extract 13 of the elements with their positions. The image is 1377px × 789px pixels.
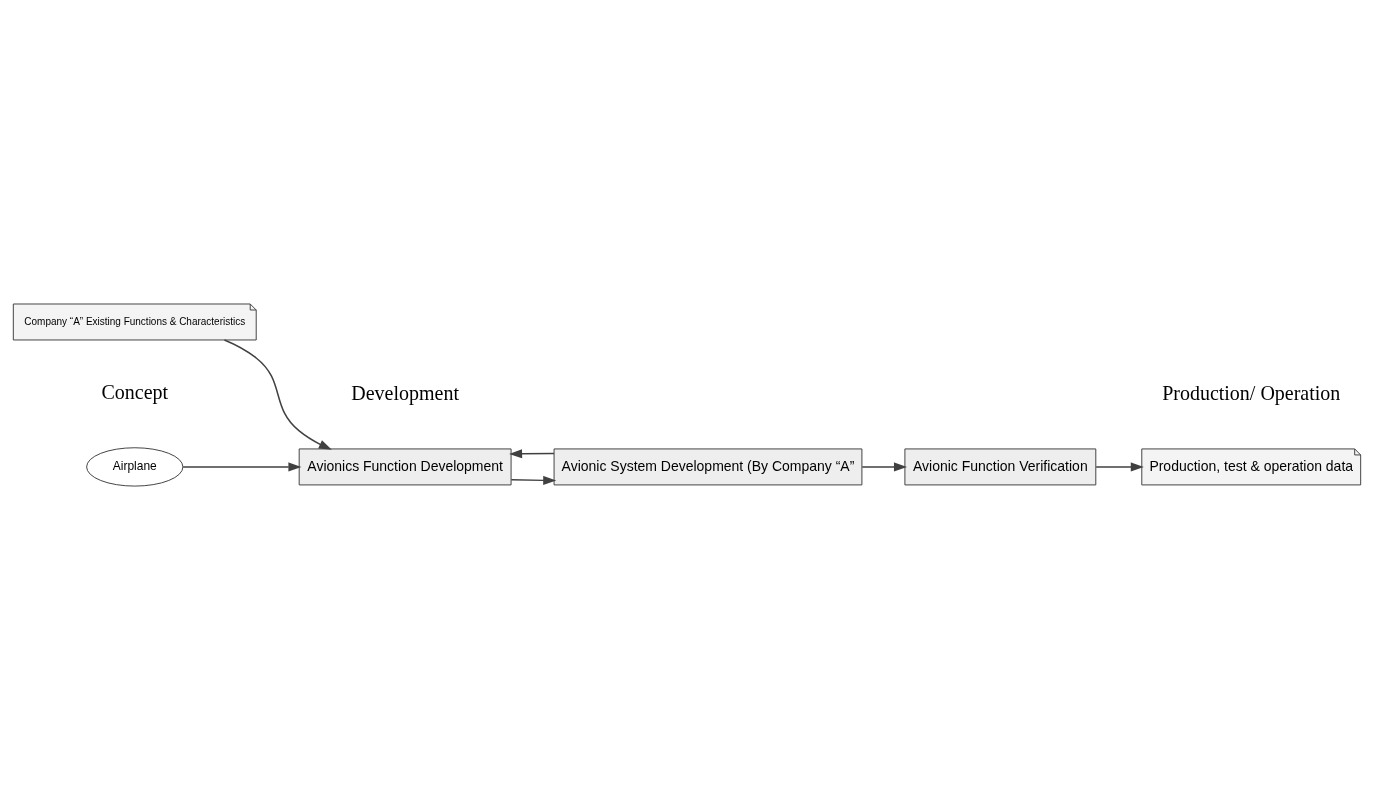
label: Concept bbox=[101, 380, 169, 403]
node-box: Avionics Function Development bbox=[298, 447, 512, 485]
arrow bbox=[1095, 461, 1144, 471]
arrow bbox=[861, 461, 907, 471]
node-ellipse: Airplane bbox=[86, 446, 184, 487]
label: Production/ Operation bbox=[1162, 381, 1341, 404]
arrow bbox=[509, 448, 555, 458]
arrow bbox=[223, 338, 332, 450]
arrow bbox=[510, 475, 557, 485]
node-box: Avionic System Development (By Company “A” bbox=[553, 447, 863, 485]
label: Development bbox=[351, 381, 459, 404]
node-box: Avionic Function Verification bbox=[904, 447, 1097, 485]
arrow bbox=[182, 461, 302, 471]
